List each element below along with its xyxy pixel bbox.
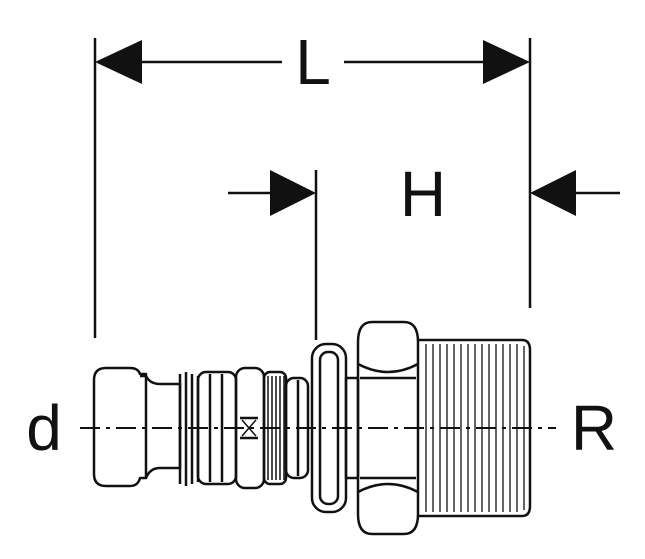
arrow-head-h-left xyxy=(270,170,316,216)
knurl-lines xyxy=(267,376,285,480)
thread-lines xyxy=(425,344,525,512)
arrow-head-h-right xyxy=(530,170,576,216)
insert-end xyxy=(92,366,148,488)
hex-nut-face-top xyxy=(357,362,419,374)
arrow-head-l-left xyxy=(95,40,142,84)
arrow-heads xyxy=(95,40,576,216)
label-pipe-diameter: d xyxy=(26,392,62,464)
threaded-end xyxy=(418,338,532,518)
flange-inner xyxy=(318,350,340,506)
hex-nut-face-bottom xyxy=(357,482,419,494)
sleeve-window-cross xyxy=(241,419,257,437)
press-fitting xyxy=(92,320,532,536)
dimension-lines xyxy=(80,38,620,429)
label-thread-size: R xyxy=(571,392,617,464)
hex-nut xyxy=(356,320,420,536)
arrow-head-l-right xyxy=(483,40,530,84)
body-rib xyxy=(284,376,310,480)
label-thread-length: H xyxy=(400,158,446,230)
label-length: L xyxy=(295,26,331,98)
